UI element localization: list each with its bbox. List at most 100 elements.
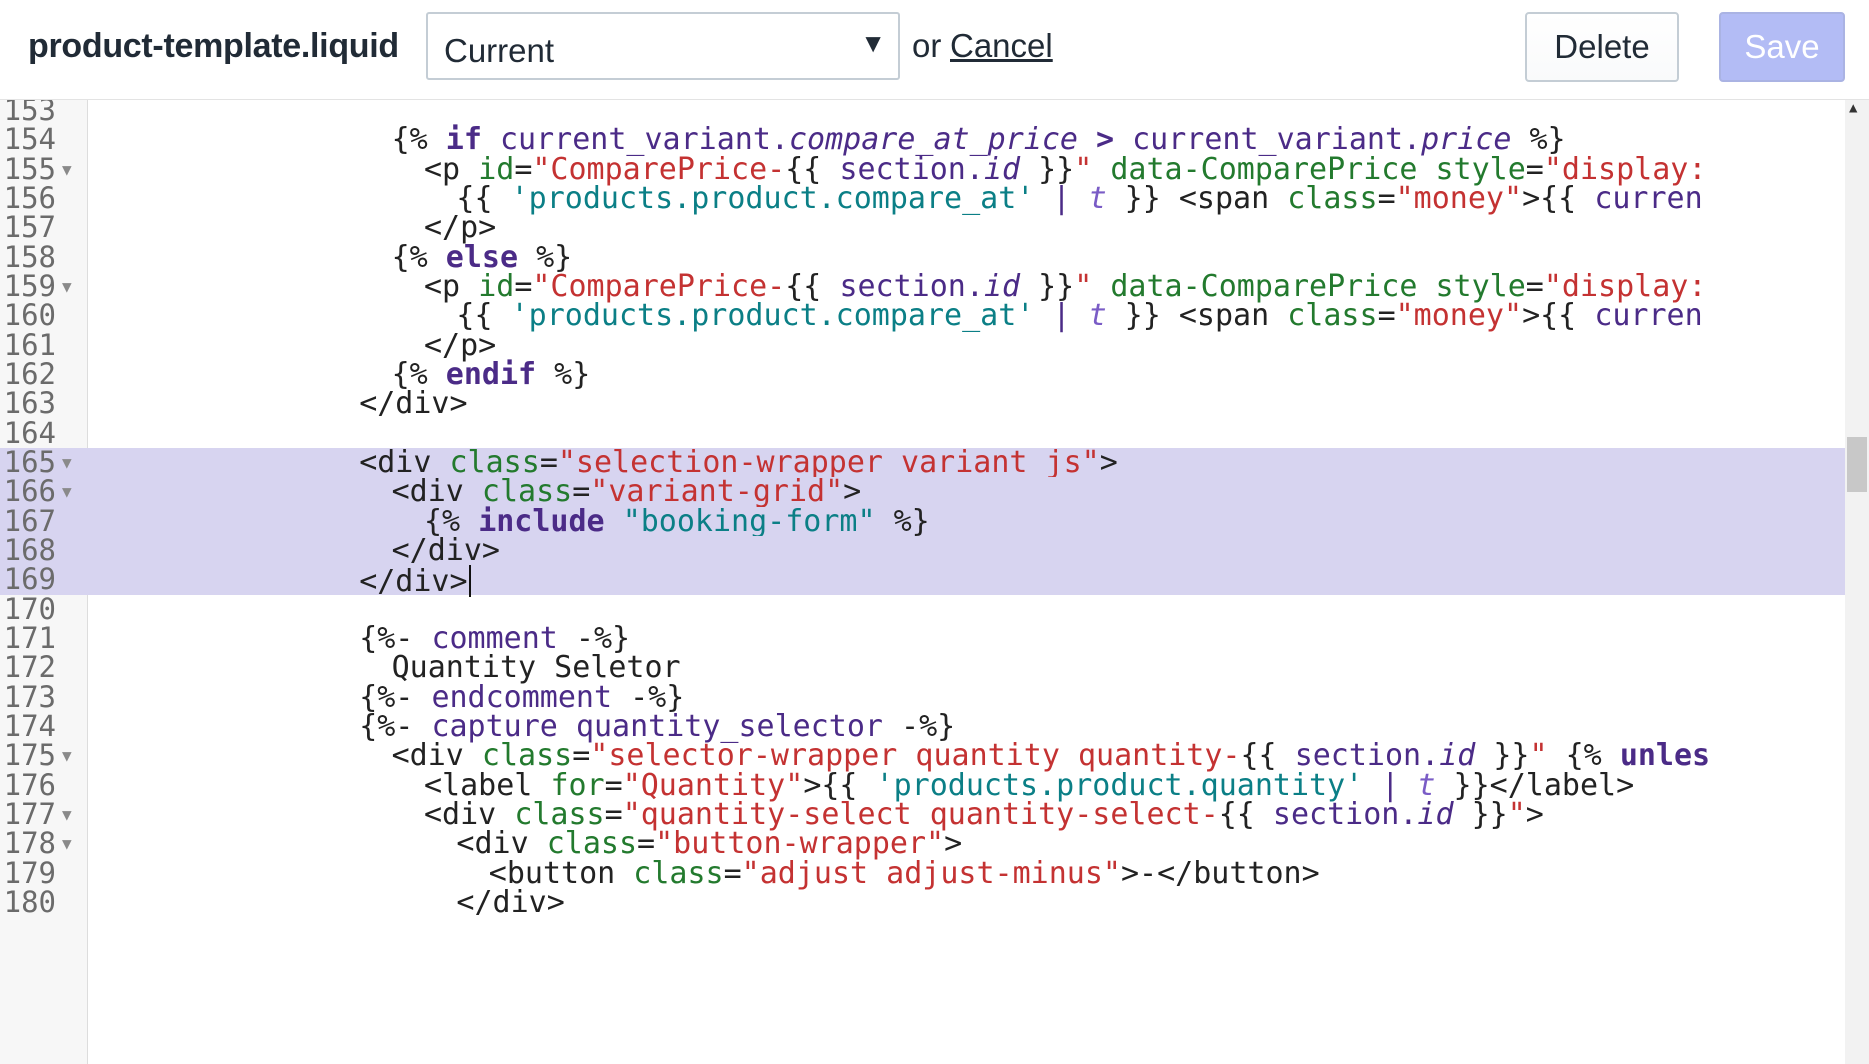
code-token: " [1529, 738, 1548, 774]
code-token: -%} [882, 708, 956, 744]
fold-toggle-icon[interactable]: ▼ [62, 276, 72, 296]
code-token: "quantity-select quantity-select- [622, 796, 1219, 832]
code-token: 'products.product.compare_at' [510, 180, 1035, 216]
code-token: <p [424, 268, 479, 304]
code-line[interactable]: 154{% if current_variant.compare_at_pric… [0, 122, 1845, 158]
code-line[interactable]: 180</div> [0, 884, 1845, 919]
vertical-scrollbar[interactable]: ▲ [1845, 100, 1869, 1064]
code-line[interactable]: 169</div> [0, 564, 1845, 598]
fold-toggle-icon[interactable]: ▼ [62, 482, 72, 502]
code-text: {{ 'products.product.compare_at' | t }} … [456, 180, 1703, 216]
code-token: = [514, 151, 533, 187]
code-token: curren [1594, 180, 1703, 216]
code-line[interactable]: 166▼<div class="variant-grid"> [0, 474, 1845, 510]
line-number: 154 [3, 122, 56, 157]
code-text: <div class="button-wrapper"> [456, 829, 962, 859]
fold-toggle-icon[interactable]: ▼ [62, 746, 72, 766]
code-line[interactable]: 157</p> [0, 210, 1845, 246]
code-token: {{ [785, 268, 840, 304]
code-token: = [1377, 298, 1396, 334]
code-token: "display: [1543, 151, 1707, 187]
scrollbar-thumb[interactable] [1847, 437, 1867, 492]
code-line[interactable]: 165▼<div class="selection-wrapper varian… [0, 444, 1845, 480]
code-line[interactable]: 178▼<div class="button-wrapper"> [0, 828, 1845, 859]
code-line[interactable]: 158{% else %} [0, 239, 1845, 275]
line-number: 170 [3, 591, 56, 626]
code-line[interactable]: 176<label for="Quantity">{{ 'products.pr… [0, 767, 1845, 803]
code-token: }}</label> [1435, 767, 1635, 803]
code-token: }} [1020, 151, 1075, 187]
code-token: | [1381, 767, 1400, 803]
code-line[interactable]: 156{{ 'products.product.compare_at' | t … [0, 180, 1845, 216]
code-token: }} [1020, 268, 1075, 304]
version-select[interactable]: Current ▼ [426, 12, 900, 80]
fold-toggle-icon[interactable]: ▼ [62, 804, 72, 824]
code-line[interactable]: 155▼<p id="ComparePrice-{{ section.id }}… [0, 151, 1845, 187]
save-button[interactable]: Save [1719, 12, 1845, 82]
code-text: {%- endcomment -%} [359, 682, 684, 712]
file-name: product-template.liquid [28, 27, 399, 65]
code-token: t [1088, 180, 1107, 216]
line-number: 159 [3, 268, 56, 303]
code-token: if [445, 122, 482, 158]
code-token: "selector-wrapper quantity quantity- [590, 738, 1241, 774]
line-number: 172 [3, 650, 56, 685]
code-line[interactable]: 174{%- capture quantity_selector -%} [0, 708, 1845, 744]
line-number: 155 [3, 151, 56, 186]
code-token: current_variant. [1132, 122, 1422, 158]
code-token: {{ [785, 151, 840, 187]
code-token: t [1088, 298, 1107, 334]
scroll-up-arrow-icon[interactable]: ▲ [1849, 100, 1858, 116]
cancel-link[interactable]: Cancel [950, 27, 1053, 64]
code-token: quantity_selector [575, 708, 883, 744]
code-token: {% [391, 239, 446, 275]
code-token: 'products.product.quantity' [875, 767, 1364, 803]
line-number: 167 [3, 503, 56, 538]
code-token: = [604, 796, 623, 832]
code-line[interactable]: 153 [0, 100, 1845, 125]
code-token: </div> [391, 532, 500, 568]
code-token: style [1435, 151, 1526, 187]
fold-toggle-icon[interactable]: ▼ [62, 159, 72, 179]
code-token: <p [424, 151, 479, 187]
code-token: {{ [456, 298, 511, 334]
code-line[interactable]: 168 </div> [0, 532, 1845, 568]
editor-toolbar: product-template.liquid Current ▼ or Can… [0, 0, 1869, 100]
line-number: 180 [3, 884, 56, 919]
code-line[interactable]: 177▼<div class="quantity-select quantity… [0, 796, 1845, 832]
code-line[interactable]: 173{%- endcomment -%} [0, 682, 1845, 712]
code-token: <div [359, 444, 450, 480]
code-token: = [1377, 180, 1396, 216]
code-line[interactable]: 167{% include "booking-form" %} [0, 503, 1845, 538]
code-line[interactable]: 164 [0, 418, 1845, 448]
code-token: </p> [424, 210, 497, 246]
code-line[interactable]: 159 ▼ <p id="ComparePrice-{{ section.id }}… [0, 268, 1845, 304]
code-line[interactable]: 170 [0, 591, 1845, 626]
code-token: id [478, 151, 515, 187]
code-text: {{ 'products.product.compare_at' | t }} … [456, 298, 1702, 334]
code-token: " [1074, 151, 1093, 187]
code-line[interactable]: 175▼<div class="selector-wrapper quantit… [0, 738, 1845, 774]
delete-button[interactable]: Delete [1525, 12, 1679, 82]
fold-toggle-icon[interactable]: ▼ [62, 834, 72, 854]
code-token: <span [1178, 298, 1288, 334]
code-line[interactable]: 171{%- comment -%} [0, 623, 1845, 653]
code-token: section. [1272, 796, 1418, 832]
code-line[interactable]: 161</p> [0, 330, 1845, 360]
code-line[interactable]: 163</div> [0, 388, 1845, 418]
version-select-value: Current [444, 32, 555, 69]
line-number: 162 [3, 356, 56, 391]
line-number: 168 [3, 532, 56, 567]
code-line[interactable]: 160{{ 'products.product.compare_at' | t … [0, 298, 1845, 334]
code-text: </p> [424, 210, 497, 246]
code-token: <div [391, 474, 482, 510]
fold-toggle-icon[interactable]: ▼ [62, 452, 72, 472]
code-text: <label for="Quantity">{{ 'products.produ… [424, 767, 1635, 803]
code-text: <p id="ComparePrice-{{ section.id }}" da… [424, 268, 1706, 304]
code-line[interactable]: 179<button class="adjust adjust-minus">-… [0, 858, 1845, 888]
code-line[interactable]: 162{% endif %} [0, 356, 1845, 391]
code-token: {{ [1218, 796, 1273, 832]
line-number: 153 [3, 100, 56, 127]
